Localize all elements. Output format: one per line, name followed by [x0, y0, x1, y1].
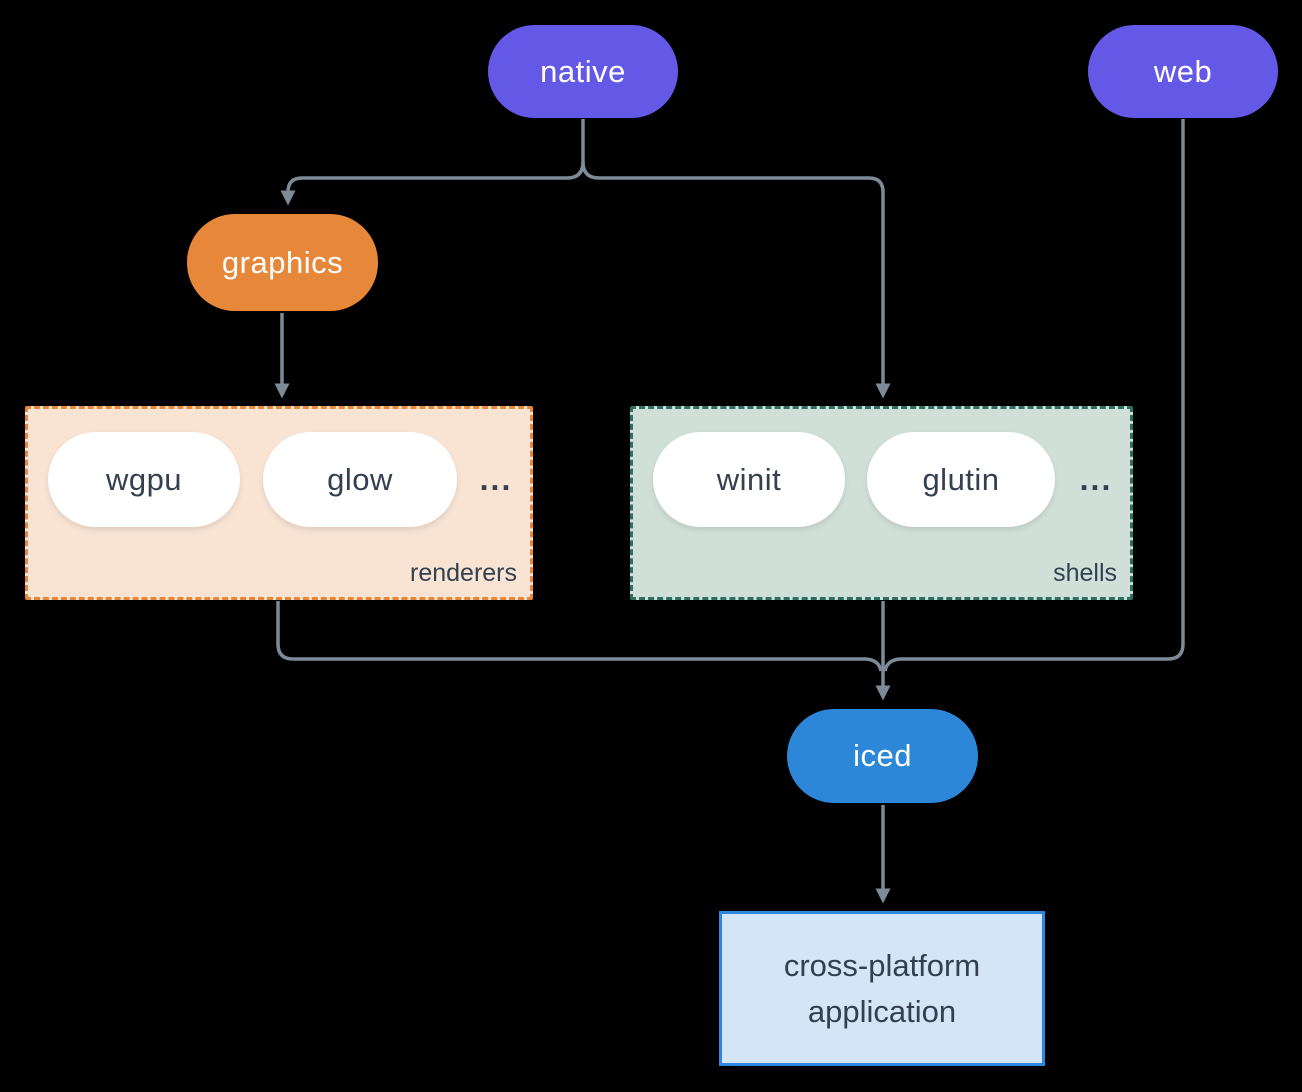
renderers-label: renderers — [410, 559, 517, 587]
shells-ellipsis: ... — [1079, 461, 1113, 497]
node-winit: winit — [653, 432, 845, 527]
node-application: cross-platform application — [719, 911, 1045, 1066]
edge-web-iced — [883, 119, 1185, 672]
node-wgpu: wgpu — [48, 432, 240, 527]
node-iced: iced — [787, 709, 978, 803]
node-glow: glow — [263, 432, 457, 527]
edge-native-graphics — [280, 119, 585, 206]
node-glutin: glutin — [867, 432, 1055, 527]
node-web: web — [1088, 25, 1278, 118]
group-shells: winit glutin ... shells — [630, 406, 1133, 600]
node-graphics: graphics — [187, 214, 378, 311]
renderers-ellipsis: ... — [479, 461, 513, 497]
node-native: native — [488, 25, 678, 118]
shells-label: shells — [1053, 559, 1117, 587]
edge-renderers-iced — [276, 601, 883, 672]
edge-native-shells — [581, 161, 891, 399]
group-renderers: wgpu glow ... renderers — [25, 406, 533, 600]
